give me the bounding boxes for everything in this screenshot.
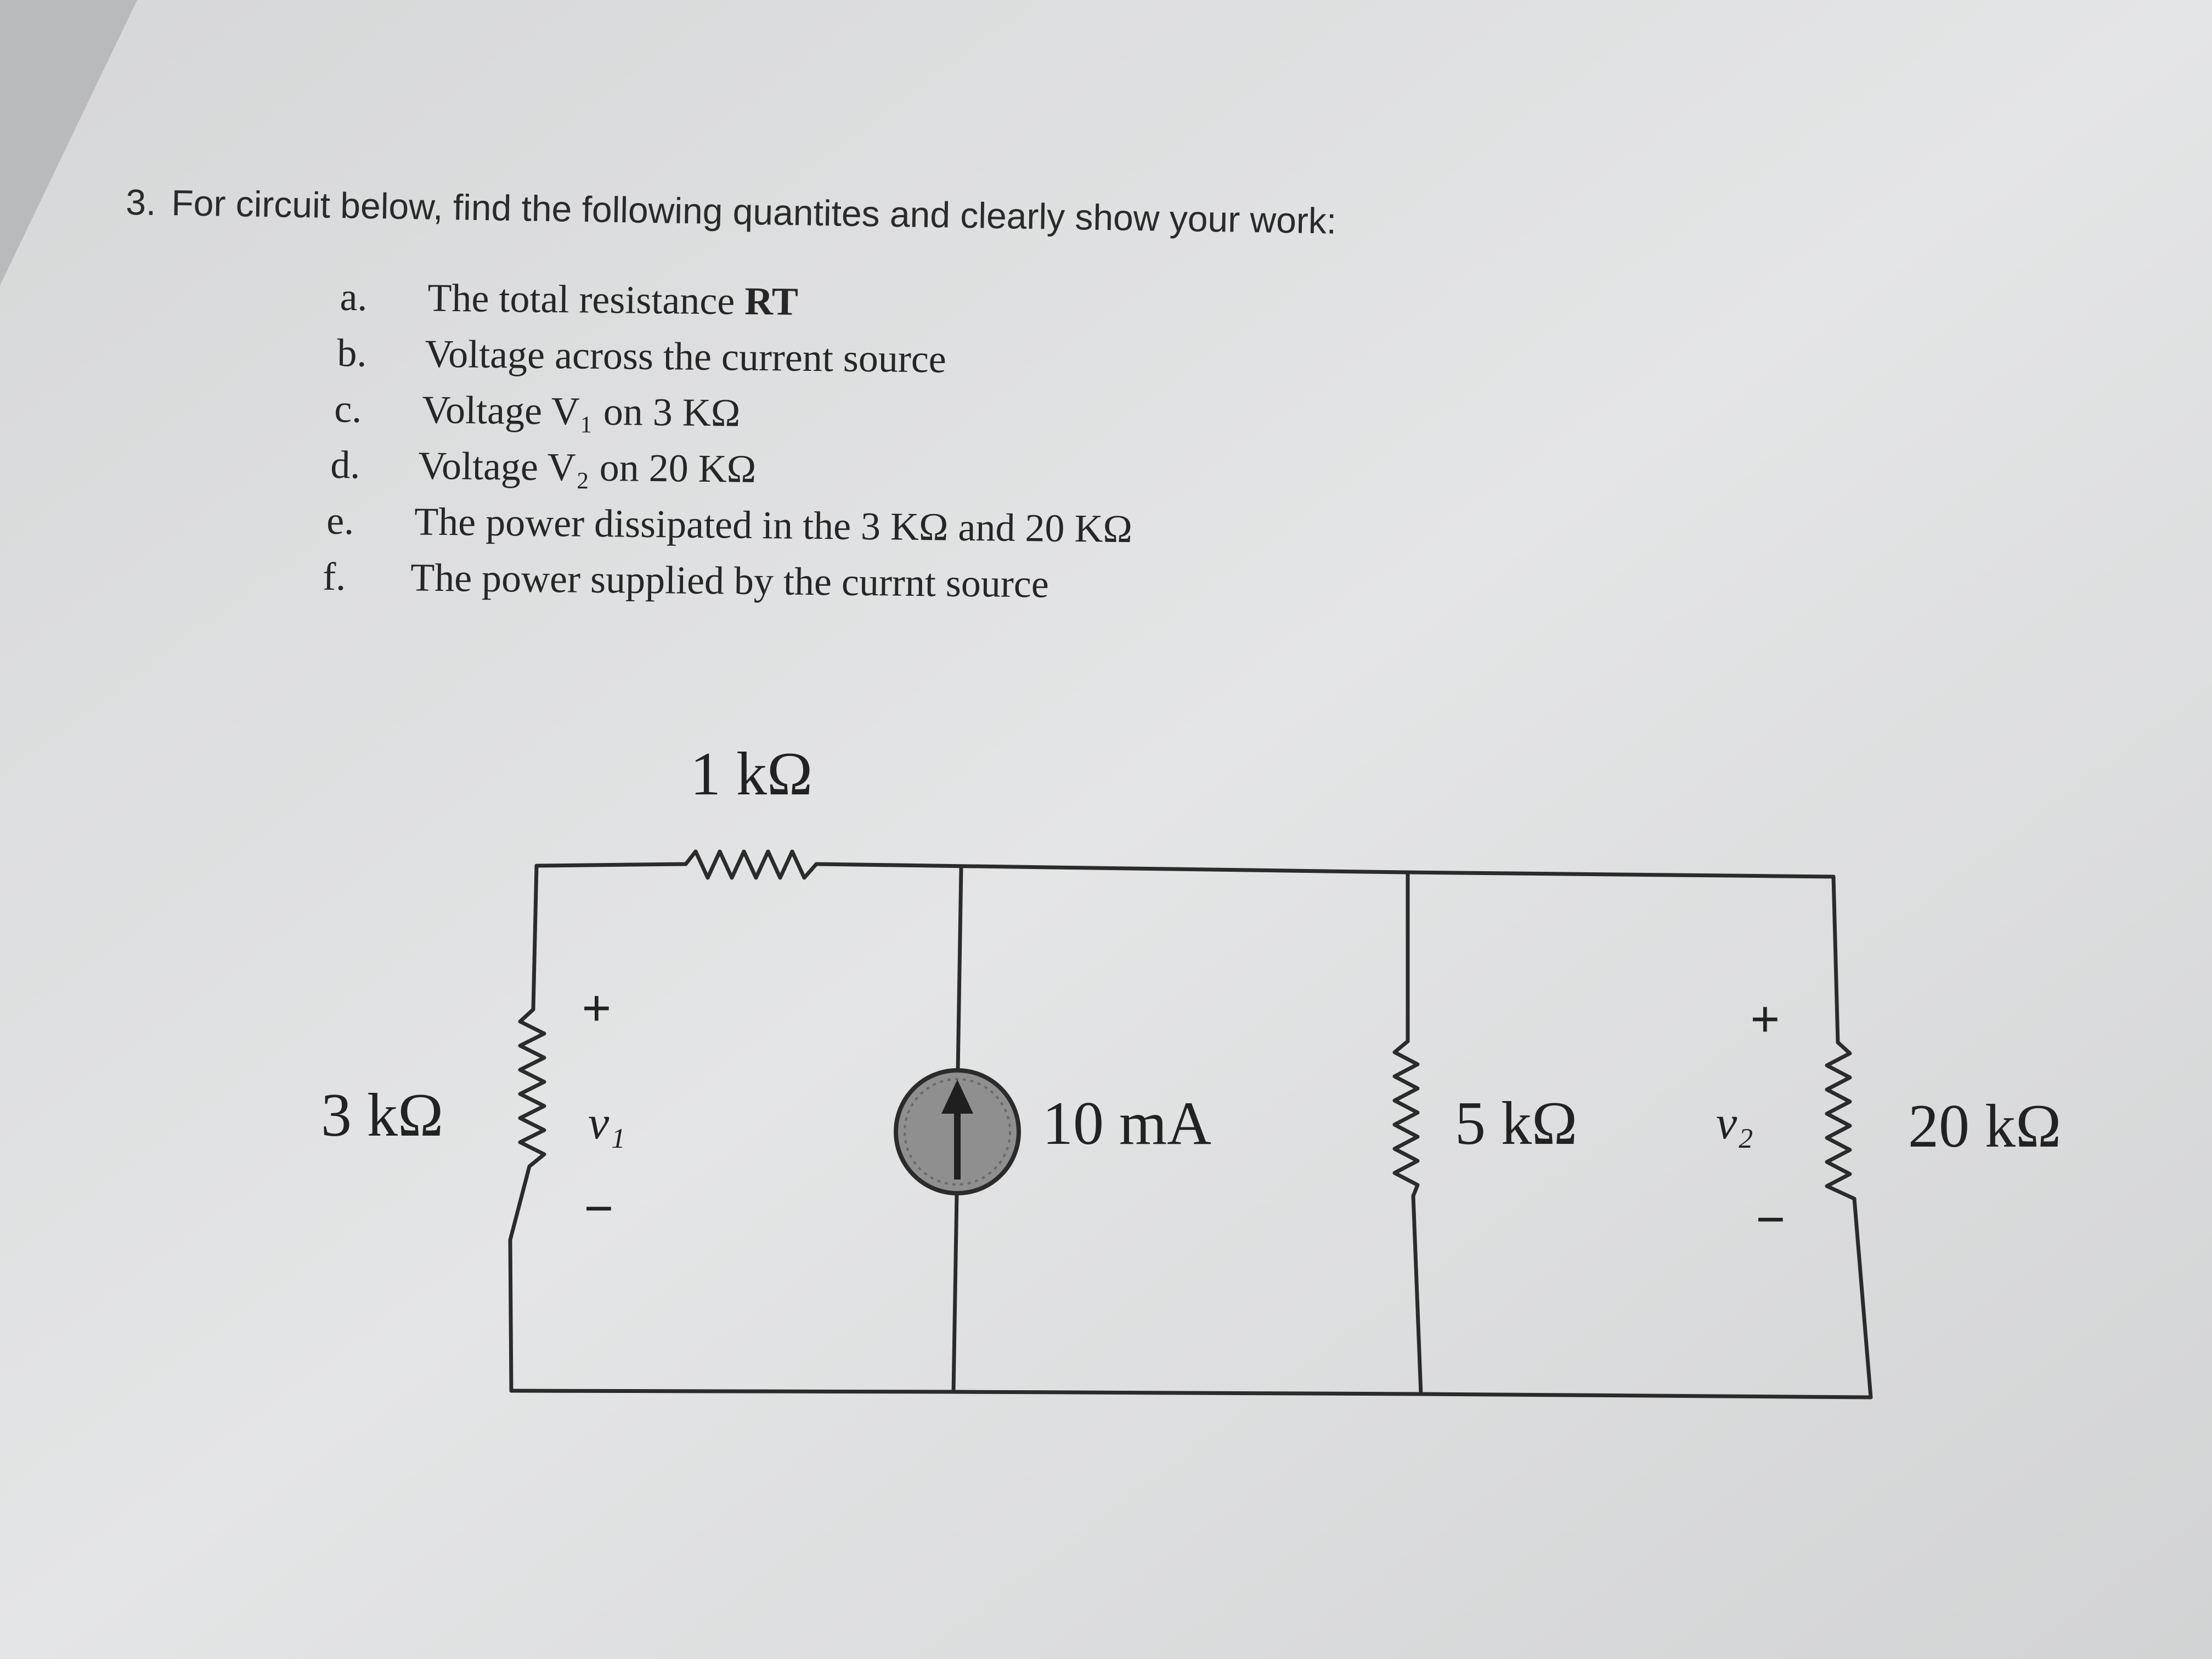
wire-5k-lower bbox=[1411, 1194, 1423, 1396]
label-5k: 5 kΩ bbox=[1455, 1090, 1577, 1158]
label-1k: 1 kΩ bbox=[690, 740, 812, 808]
wire-20k-lower bbox=[1852, 1197, 1873, 1400]
label-3k: 3 kΩ bbox=[321, 1081, 443, 1149]
plus-sign-v1: + bbox=[582, 979, 612, 1037]
current-source bbox=[894, 1068, 1021, 1195]
plus-sign-v2: + bbox=[1750, 990, 1780, 1048]
wire-source-upper bbox=[956, 866, 963, 1073]
wire-top-left bbox=[534, 862, 688, 868]
label-10ma: 10 mA bbox=[1042, 1090, 1211, 1158]
resistor-20k bbox=[1825, 1040, 1857, 1201]
minus-sign-v2: − bbox=[1756, 1190, 1786, 1249]
wire-bottom bbox=[509, 1389, 1873, 1400]
wire-20k-upper bbox=[1831, 874, 1840, 1045]
wire-left-lower bbox=[508, 1164, 532, 1393]
label-20k: 20 kΩ bbox=[1908, 1092, 2061, 1160]
resistor-1k bbox=[684, 849, 819, 880]
wire-left-upper bbox=[531, 864, 539, 1012]
resistor-5k bbox=[1392, 1039, 1420, 1198]
wire-source-lower bbox=[951, 1191, 959, 1394]
resistor-3k bbox=[518, 1007, 546, 1169]
label-v1: v₁ bbox=[588, 1096, 625, 1149]
arrow-up-icon bbox=[941, 1080, 973, 1180]
minus-sign-v1: − bbox=[584, 1179, 614, 1238]
wire-top-right bbox=[814, 862, 1836, 879]
label-v2: v₂ bbox=[1716, 1096, 1753, 1149]
